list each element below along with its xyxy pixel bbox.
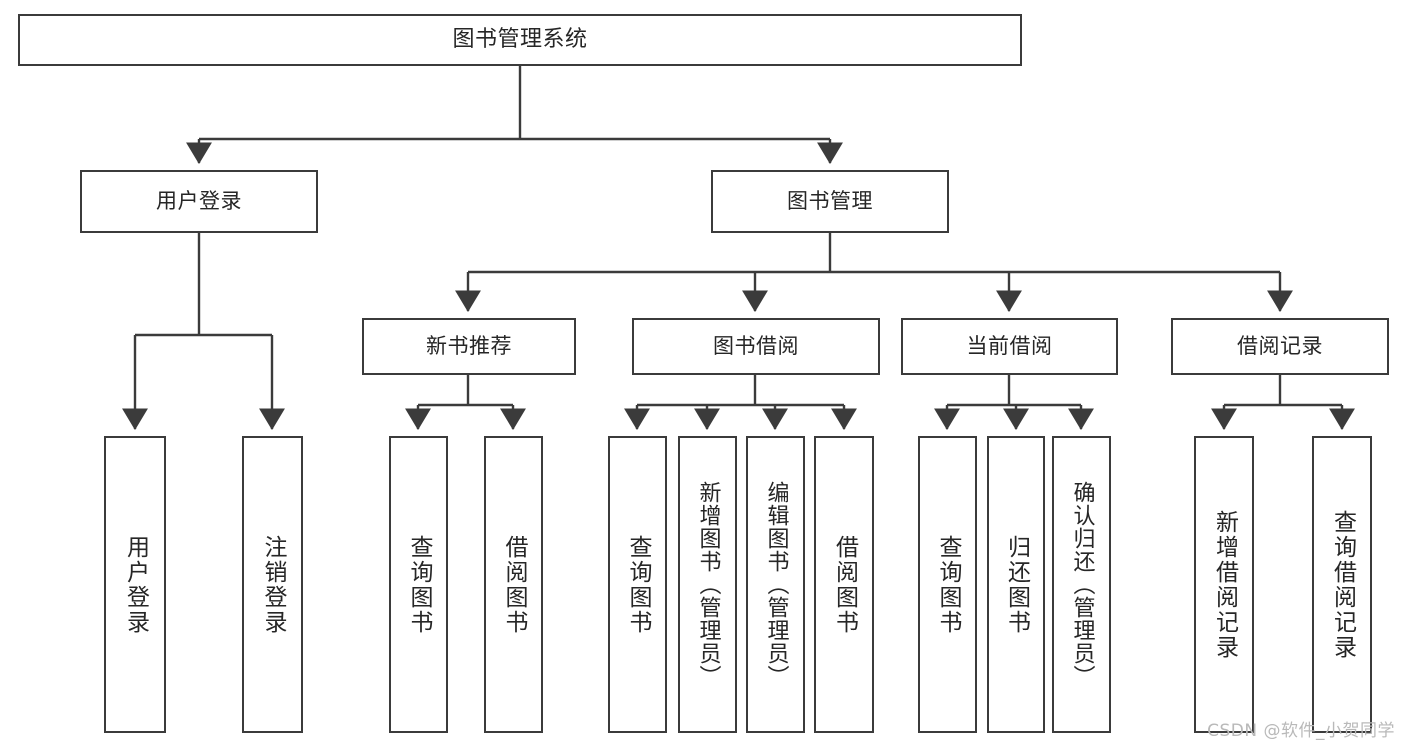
node-label: 借阅图书 (831, 534, 858, 635)
node-leaf-borrow-record-query[interactable]: 查询借阅记录 (1312, 436, 1372, 733)
node-leaf-user-login-logout[interactable]: 注销登录 (242, 436, 303, 733)
node-leaf-book-borrow-edit[interactable]: 编辑图书（管理员） (746, 436, 805, 733)
node-new-book-recommend[interactable]: 新书推荐 (362, 318, 576, 375)
csdn-watermark: CSDN @软件_小贺同学 (1207, 721, 1395, 741)
node-borrow-record[interactable]: 借阅记录 (1171, 318, 1389, 375)
node-leaf-book-borrow-query[interactable]: 查询图书 (608, 436, 667, 733)
node-leaf-book-borrow-borrow[interactable]: 借阅图书 (814, 436, 874, 733)
node-label: 确认归还（管理员） (1069, 481, 1095, 688)
node-label: 查询图书 (406, 534, 432, 635)
node-leaf-borrow-record-add[interactable]: 新增借阅记录 (1194, 436, 1254, 733)
node-leaf-book-borrow-add[interactable]: 新增图书（管理员） (678, 436, 737, 733)
node-label: 借阅记录 (1237, 334, 1323, 359)
node-leaf-user-login-login[interactable]: 用户登录 (104, 436, 166, 733)
node-label: 新增图书（管理员） (695, 481, 721, 688)
node-label: 查询图书 (935, 534, 961, 635)
node-label: 图书管理系统 (452, 27, 588, 53)
node-current-borrow[interactable]: 当前借阅 (901, 318, 1118, 375)
node-label: 用户登录 (122, 534, 149, 635)
node-book-management[interactable]: 图书管理 (711, 170, 949, 233)
node-label: 查询借阅记录 (1329, 509, 1356, 660)
node-label: 新书推荐 (426, 334, 512, 359)
node-label: 图书管理 (787, 189, 873, 214)
node-leaf-current-borrow-confirm-return[interactable]: 确认归还（管理员） (1052, 436, 1111, 733)
node-label: 归还图书 (1003, 534, 1030, 635)
node-leaf-current-borrow-return[interactable]: 归还图书 (987, 436, 1045, 733)
node-label: 新增借阅记录 (1211, 509, 1238, 660)
node-label: 借阅图书 (501, 534, 527, 635)
node-book-borrow[interactable]: 图书借阅 (632, 318, 880, 375)
node-label: 编辑图书（管理员） (763, 481, 789, 688)
node-user-login[interactable]: 用户登录 (80, 170, 318, 233)
node-label: 注销登录 (260, 534, 286, 635)
node-label: 图书借阅 (713, 334, 799, 359)
node-label: 用户登录 (156, 189, 242, 214)
node-leaf-new-book-borrow[interactable]: 借阅图书 (484, 436, 543, 733)
node-leaf-new-book-query[interactable]: 查询图书 (389, 436, 448, 733)
node-label: 当前借阅 (966, 334, 1053, 359)
node-leaf-current-borrow-query[interactable]: 查询图书 (918, 436, 977, 733)
node-label: 查询图书 (625, 534, 651, 635)
node-root-book-management-system[interactable]: 图书管理系统 (18, 14, 1022, 66)
